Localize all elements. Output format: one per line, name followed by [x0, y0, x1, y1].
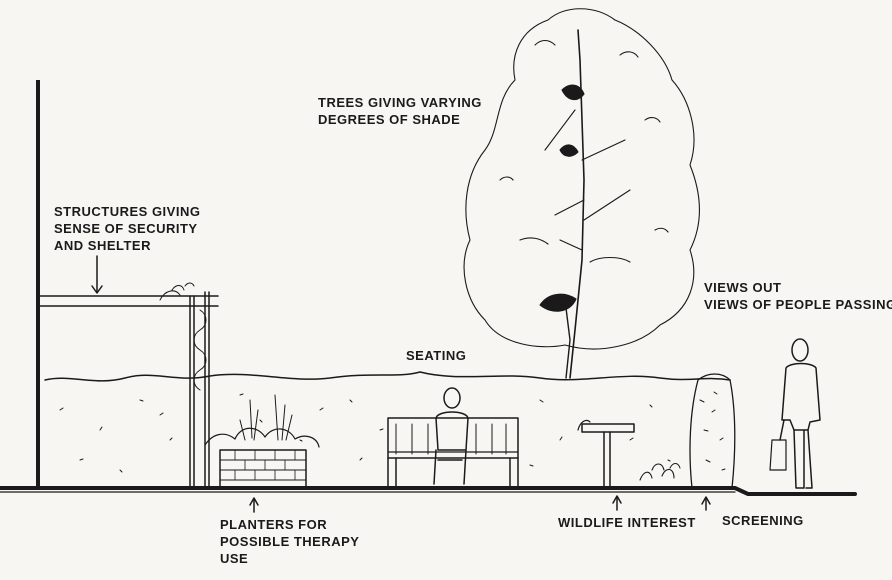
label-planters-line-2: POSSIBLE THERAPY [220, 534, 360, 549]
planters-arrow [249, 497, 259, 513]
label-structures-line-1: STRUCTURES GIVING [54, 204, 201, 219]
seated-person [433, 387, 469, 485]
planter [204, 394, 320, 489]
label-trees-line-2: DEGREES OF SHADE [318, 112, 461, 127]
label-trees-shade: TREES GIVING VARYING DEGREES OF SHADE [318, 94, 482, 128]
label-planters-line-3: USE [220, 551, 249, 566]
screening-shrub [689, 373, 736, 489]
structures-arrow [91, 255, 103, 294]
walking-person [769, 338, 821, 489]
label-views-out: VIEWS OUT VIEWS OF PEOPLE PASSING [704, 279, 892, 313]
pergola-structure [39, 282, 219, 489]
label-planters-line-1: PLANTERS FOR [220, 517, 328, 532]
label-structures-shelter: STRUCTURES GIVING SENSE OF SECURITY AND … [54, 203, 200, 254]
hedge-outline [44, 371, 731, 382]
bird-table [577, 419, 635, 489]
flowers [639, 462, 681, 481]
label-views-line-2: VIEWS OF PEOPLE PASSING [704, 297, 892, 312]
label-screening: SCREENING [722, 513, 804, 528]
label-wildlife-interest: WILDLIFE INTEREST [558, 515, 696, 530]
bench [387, 417, 519, 489]
label-structures-line-3: AND SHELTER [54, 238, 151, 253]
label-structures-line-2: SENSE OF SECURITY [54, 221, 198, 236]
wildlife-arrow [612, 495, 622, 511]
screening-arrow [701, 496, 711, 511]
tall-post [36, 80, 40, 488]
label-views-line-1: VIEWS OUT [704, 280, 782, 295]
tree [463, 8, 700, 379]
label-planters-therapy: PLANTERS FOR POSSIBLE THERAPY USE [220, 516, 359, 567]
hedge-texture [59, 393, 671, 473]
ground-line [0, 486, 857, 496]
label-seating: SEATING [406, 348, 467, 363]
label-trees-line-1: TREES GIVING VARYING [318, 95, 482, 110]
